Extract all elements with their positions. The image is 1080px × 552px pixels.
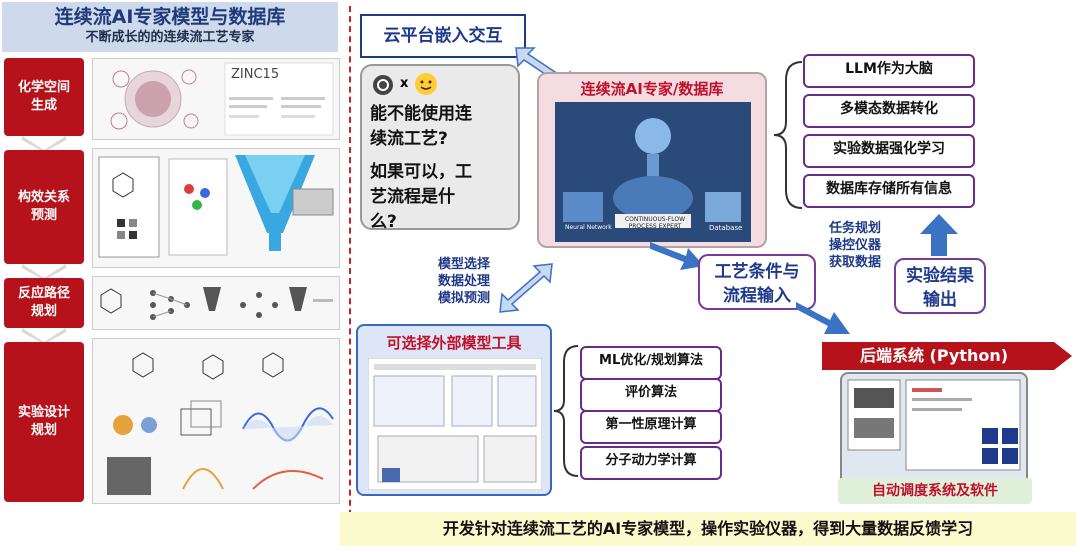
left-title: 连续流AI专家模型与数据库 [2, 2, 338, 29]
result-line: 输出 [896, 288, 984, 312]
external-model-tools-box: 可选择外部模型工具 [356, 324, 552, 496]
bidirectional-arrow-icon [498, 262, 554, 314]
stage-experiment-design: 实验设计 规划 [4, 342, 84, 502]
model-task-labels: 模型选择 数据处理 模拟预测 [424, 256, 504, 307]
software-screenshot-graphic [842, 374, 1026, 478]
expert-image-caption: CONTINUOUS-FLOW PROCESS EXPERT [615, 216, 695, 230]
feature-llm-brain: LLM作为大脑 [803, 54, 975, 88]
stage-label-line: 实验设计 [18, 404, 70, 422]
stage-reaction-path: 反应路径 规划 [4, 278, 84, 328]
cloud-platform-box: 云平台嵌入交互 [360, 14, 526, 58]
robot-task-line: 任务规划 [820, 220, 890, 237]
robot-task-line: 操控仪器 [820, 237, 890, 254]
arrow-down-right-icon [796, 296, 852, 338]
stage-label-line: 预测 [18, 207, 70, 225]
chat-question-text: 能不能使用连 续流工艺? 如果可以，工 艺流程是什 么? [370, 102, 518, 235]
molecule-cluster-graphic [93, 59, 339, 139]
result-line: 实验结果 [896, 264, 984, 288]
chat-line [370, 152, 518, 160]
backend-caption: 自动调度系统及软件 [838, 478, 1032, 504]
experiment-result-box: 实验结果 输出 [894, 258, 986, 314]
chatgpt-logo-icon [372, 74, 394, 96]
retrosynthesis-graphic [93, 277, 339, 329]
stage-chemical-space: 化学空间 生成 [4, 58, 84, 136]
database-caption: Database [709, 224, 742, 232]
model-task-line: 模型选择 [424, 256, 504, 273]
chat-line: 么? [370, 210, 518, 235]
stage-label-line: 规划 [18, 303, 70, 321]
features-bracket [772, 60, 804, 210]
neural-network-caption: Neural Network [565, 224, 612, 231]
robot-task-labels: 任务规划 操控仪器 获取数据 [820, 220, 890, 271]
model-task-line: 模拟预测 [424, 290, 504, 307]
huggingface-logo-icon [414, 72, 438, 96]
tools-diagram-graphic [368, 358, 542, 490]
reaction-path-figure [92, 276, 340, 330]
experiment-design-figure [92, 338, 340, 504]
chat-line: 如果可以，工 [370, 160, 518, 185]
stage-label-line: 构效关系 [18, 189, 70, 207]
algo-evaluation: 评价算法 [580, 378, 722, 412]
process-line: 工艺条件与 [700, 260, 814, 284]
robot-task-line: 获取数据 [820, 254, 890, 271]
chat-line: 续流工艺? [370, 127, 518, 152]
external-tools-title: 可选择外部模型工具 [358, 332, 550, 353]
structure-activity-figure [92, 148, 340, 268]
qsar-workflow-graphic [93, 149, 339, 267]
ai-expert-database-box: 连续流AI专家/数据库 CONTINUOUS-FLOW PROCESS EXPE… [537, 72, 767, 248]
bayesian-optimization-graphic [93, 339, 339, 503]
stage-structure-activity: 构效关系 预测 [4, 150, 84, 264]
feature-multimodal: 多模态数据转化 [803, 94, 975, 128]
arrow-up-icon [920, 214, 958, 256]
times-mark: x [400, 76, 408, 91]
model-task-line: 数据处理 [424, 273, 504, 290]
chemical-space-figure: ZINC15 [92, 58, 340, 140]
left-header: 连续流AI专家模型与数据库 不断成长的的连续流工艺专家 [2, 2, 338, 52]
zinc-label: ZINC15 [231, 67, 279, 82]
section-divider [349, 6, 351, 546]
expert-title: 连续流AI专家/数据库 [539, 78, 765, 99]
algo-molecular-dynamics: 分子动力学计算 [580, 446, 722, 480]
stage-label-line: 生成 [18, 97, 70, 115]
chat-line: 艺流程是什 [370, 185, 518, 210]
left-subtitle: 不断成长的的连续流工艺专家 [2, 29, 338, 47]
algo-ml-optimization: ML优化/规划算法 [580, 346, 722, 380]
algo-first-principles: 第一性原理计算 [580, 410, 722, 444]
backend-label: 后端系统 (Python) [834, 343, 1034, 369]
stage-label-line: 反应路径 [18, 285, 70, 303]
stage-label-line: 规划 [18, 422, 70, 440]
feature-reinforcement: 实验数据强化学习 [803, 134, 975, 168]
algorithms-bracket [552, 344, 580, 478]
chat-line: 能不能使用连 [370, 102, 518, 127]
chat-question-box: x 能不能使用连 续流工艺? 如果可以，工 艺流程是什 么? [360, 64, 520, 230]
bottom-summary-banner: 开发针对连续流工艺的AI专家模型，操作实验仪器，得到大量数据反馈学习 [340, 512, 1076, 546]
stage-label-line: 化学空间 [18, 79, 70, 97]
feature-database-storage: 数据库存储所有信息 [803, 174, 975, 208]
